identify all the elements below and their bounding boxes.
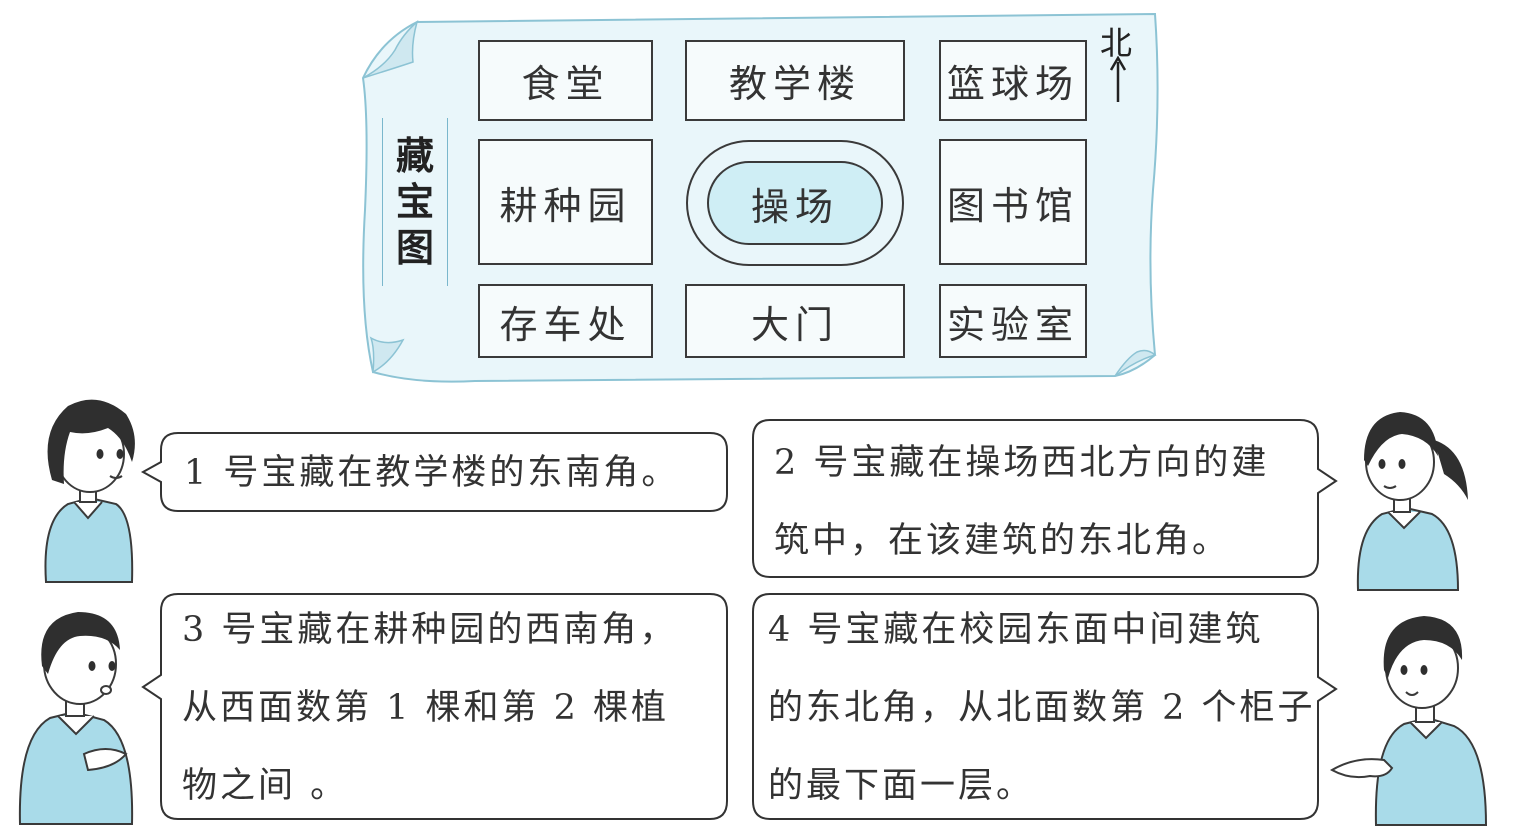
bubble-3-line-3: 物之间 。 [182,766,349,806]
map-cell-canteen: 食堂 [478,40,653,121]
bubble-2-text: 2 号宝藏在操场西北方向的建 筑中，在该建筑的东北角。 [774,424,1269,580]
map-cell-farm-garden: 耕种园 [478,139,653,265]
boy-right-illustration [1329,616,1488,826]
map-cell-teaching-building: 教学楼 [685,40,905,121]
map-title-char-1: 藏 [395,134,434,178]
north-label: 北 [1100,24,1133,62]
playground-label: 操场 [750,184,839,229]
girl-right-illustration [1356,412,1468,591]
canteen-label: 食堂 [521,62,610,106]
speech-bubble-4 [752,593,1338,820]
map-cell-library: 图书馆 [939,139,1087,265]
bubble-2-line-1: 2 号宝藏在操场西北方向的建 [774,443,1270,483]
map-cell-parking: 存车处 [478,284,653,358]
bubble-3-text: 3 号宝藏在耕种园的西南角， 从西面数第 1 棵和第 2 棵植 物之间 。 [182,591,677,825]
map-cell-lab: 实验室 [939,284,1087,358]
library-label: 图书馆 [946,183,1079,228]
map-cell-gate: 大门 [685,284,905,358]
bubble-4-text: 4 号宝藏在校园东面中间建筑 的东北角，从北面数第 2 个柜子 的最下面一层。 [768,591,1316,825]
teaching-building-label: 教学楼 [728,62,861,106]
map-title-char-2: 宝 [395,180,434,224]
boy-left-illustration [18,612,134,825]
speech-bubble-3 [141,593,728,820]
lab-label: 实验室 [946,302,1079,347]
map-title: 藏 宝 图 [382,118,448,286]
bubble-3-line-1: 3 号宝藏在耕种园的西南角， [182,610,678,650]
speech-bubble-2 [752,419,1338,578]
bubble-4-line-2: 的东北角，从北面数第 2 个柜子 [768,688,1316,728]
girl-left-illustration [44,399,135,583]
bubble-1-line-1: 1 号宝藏在教学楼的东南角。 [184,453,680,493]
map-cell-playground: 操场 [707,161,883,245]
gate-label: 大门 [750,302,839,347]
parking-label: 存车处 [499,302,632,347]
north-arrow-icon [1109,56,1127,102]
map-cell-basketball-court: 篮球场 [939,40,1087,121]
bubble-2-line-2: 筑中，在该建筑的东北角。 [774,521,1231,561]
speech-bubble-1 [140,432,728,512]
farm-garden-label: 耕种园 [499,183,632,228]
bubble-1-text: 1 号宝藏在教学楼的东南角。 [184,434,679,512]
bubble-4-line-1: 4 号宝藏在校园东面中间建筑 [768,610,1264,650]
basketball-court-label: 篮球场 [946,62,1079,106]
bubble-4-line-3: 的最下面一层。 [768,766,1035,806]
bubble-3-line-2: 从西面数第 1 棵和第 2 棵植 [182,688,670,728]
map-title-char-3: 图 [395,226,434,270]
